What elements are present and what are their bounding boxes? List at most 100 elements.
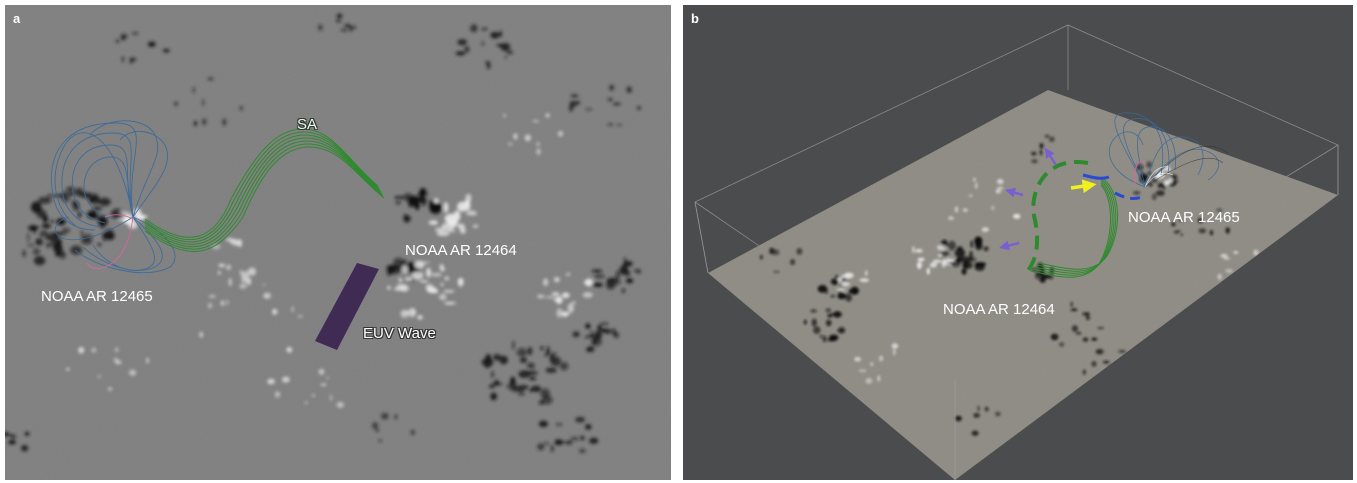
- flux-patch: [819, 334, 823, 338]
- flux-patch: [796, 248, 803, 255]
- flux-patch: [61, 191, 71, 203]
- flux-patch: [969, 194, 972, 197]
- flux-patch: [207, 302, 213, 309]
- flux-patch: [597, 324, 602, 330]
- flux-patch: [878, 355, 884, 362]
- flux-patch: [246, 278, 252, 286]
- flux-patch: [926, 267, 930, 275]
- flux-patch: [27, 243, 35, 247]
- magnetogram-a-flux-regions: [5, 13, 641, 454]
- flux-patch: [510, 376, 516, 387]
- flux-patch: [348, 27, 354, 31]
- flux-patch: [459, 227, 466, 234]
- flux-patch: [917, 257, 925, 262]
- flux-patch: [1071, 325, 1078, 332]
- flux-patch: [551, 292, 560, 296]
- flux-patch: [550, 356, 561, 367]
- field-lines-white-b: [1144, 166, 1174, 188]
- flux-patch: [27, 232, 30, 242]
- flux-patch: [443, 202, 449, 213]
- flux-patch: [1044, 134, 1050, 138]
- flux-patch: [609, 277, 618, 284]
- flux-patch: [1031, 151, 1037, 156]
- flux-patch: [132, 32, 139, 35]
- flux-patch: [455, 51, 466, 56]
- flux-patch: [975, 262, 987, 266]
- flux-patch: [948, 240, 956, 251]
- flux-patch: [80, 234, 93, 240]
- flux-patch: [482, 357, 494, 368]
- flux-patch: [115, 39, 120, 43]
- flux-patch: [263, 292, 271, 299]
- flux-patch: [1097, 327, 1104, 329]
- flux-patch: [578, 448, 586, 454]
- flux-patch: [1178, 219, 1183, 222]
- flux-patch: [508, 142, 513, 146]
- flux-patch: [838, 326, 846, 334]
- flux-patch: [1075, 331, 1082, 335]
- flux-patch: [42, 215, 49, 224]
- flux-patch: [637, 106, 641, 110]
- flux-patch: [912, 246, 915, 254]
- flux-patch: [8, 439, 16, 445]
- flux-patch: [226, 264, 232, 270]
- flux-patch: [318, 368, 325, 375]
- flux-patch: [566, 440, 573, 445]
- magnetogram-b-canvas: [683, 5, 1353, 480]
- flux-patch: [817, 285, 828, 293]
- flux-patch: [417, 193, 429, 196]
- flux-patch: [54, 252, 65, 255]
- flux-patch: [607, 123, 614, 126]
- flux-patch: [46, 242, 52, 248]
- flux-patch: [436, 231, 450, 236]
- flux-patch: [615, 270, 620, 280]
- flux-patch: [490, 382, 503, 386]
- panel-letter-a: a: [13, 11, 21, 26]
- flux-patch: [543, 442, 549, 445]
- flux-patch: [71, 200, 77, 207]
- flux-patch: [481, 27, 488, 31]
- flux-patch: [405, 216, 409, 222]
- flux-patch: [626, 86, 632, 93]
- flux-patch: [825, 308, 832, 313]
- flux-patch: [239, 106, 243, 111]
- flux-patch: [33, 256, 46, 266]
- flux-patch: [220, 300, 225, 307]
- flux-patch: [33, 226, 36, 234]
- flux-patch: [822, 335, 827, 343]
- flux-patch: [411, 271, 424, 280]
- flux-patch: [550, 352, 557, 356]
- panel-letter-b: b: [691, 11, 699, 26]
- flux-patch: [940, 250, 950, 257]
- flux-patch: [567, 303, 574, 313]
- flux-patch: [402, 311, 410, 314]
- flux-patch: [150, 41, 156, 47]
- flux-patch: [530, 377, 533, 380]
- flux-patch: [1039, 142, 1044, 149]
- flux-patch: [585, 424, 592, 430]
- flux-patch: [848, 289, 856, 294]
- flux-patch: [97, 243, 102, 246]
- flux-patch: [827, 338, 837, 342]
- flux-patch: [464, 45, 470, 53]
- flux-patch: [1118, 349, 1127, 353]
- flux-patch: [973, 177, 976, 182]
- flux-patch: [601, 328, 607, 332]
- flux-patch: [207, 77, 214, 81]
- flux-patch: [537, 443, 545, 451]
- flux-patch: [570, 94, 579, 98]
- flux-patch: [538, 420, 549, 428]
- flux-patch: [109, 234, 114, 240]
- flux-patch: [419, 280, 429, 283]
- flux-patch: [528, 377, 537, 381]
- flux-patch: [574, 100, 581, 106]
- flux-patch: [113, 358, 119, 362]
- flux-patch: [440, 282, 444, 287]
- flux-patch: [231, 239, 240, 246]
- flux-patch: [983, 246, 989, 252]
- flux-patch: [545, 113, 550, 118]
- flux-patch: [527, 362, 535, 369]
- flux-patch: [404, 277, 413, 281]
- flux-patch: [329, 394, 333, 401]
- flux-patch: [66, 186, 75, 192]
